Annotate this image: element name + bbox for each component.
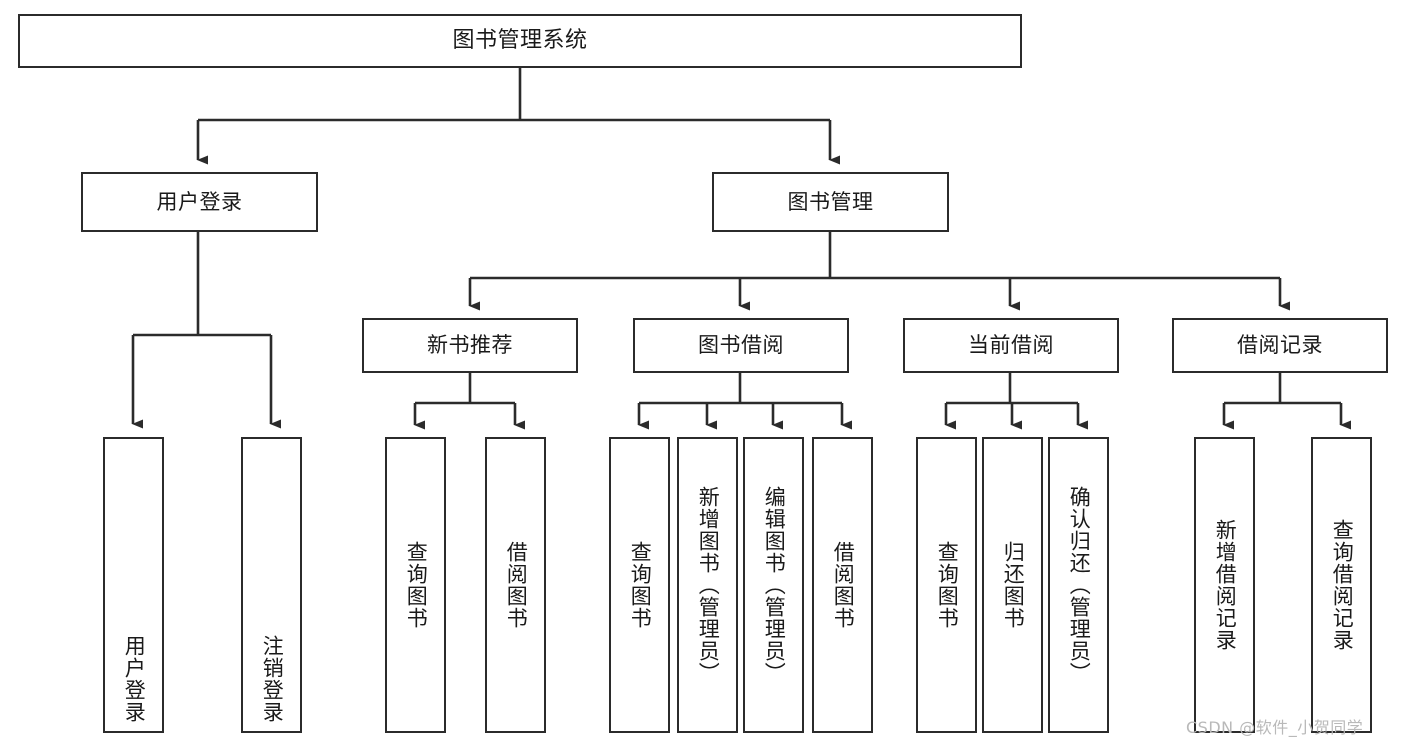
- node-leaf-query-record-label: 查询借阅记录: [1330, 519, 1355, 651]
- node-leaf-add-book-label: 新增图书（管理员）: [696, 486, 721, 684]
- node-book-manage[interactable]: 图书管理: [712, 172, 949, 232]
- node-book-borrow-label: 图书借阅: [698, 333, 784, 358]
- node-leaf-query-book-1-label: 查询图书: [404, 541, 429, 629]
- node-current-borrow-label: 当前借阅: [968, 333, 1054, 358]
- node-borrow-record[interactable]: 借阅记录: [1172, 318, 1388, 373]
- node-leaf-query-book-2[interactable]: 查询图书: [609, 437, 670, 733]
- node-leaf-add-book[interactable]: 新增图书（管理员）: [677, 437, 738, 733]
- node-leaf-add-record-label: 新增借阅记录: [1213, 519, 1238, 651]
- node-borrow-record-label: 借阅记录: [1237, 333, 1323, 358]
- node-leaf-query-record[interactable]: 查询借阅记录: [1311, 437, 1372, 733]
- node-leaf-edit-book[interactable]: 编辑图书（管理员）: [743, 437, 804, 733]
- node-leaf-query-book-3[interactable]: 查询图书: [916, 437, 977, 733]
- node-leaf-borrow-book-2-label: 借阅图书: [831, 541, 856, 629]
- node-root[interactable]: 图书管理系统: [18, 14, 1022, 68]
- node-book-borrow[interactable]: 图书借阅: [633, 318, 849, 373]
- node-new-book-recommend-label: 新书推荐: [427, 333, 513, 358]
- node-leaf-return-book[interactable]: 归还图书: [982, 437, 1043, 733]
- node-leaf-user-logout[interactable]: 注销登录: [241, 437, 302, 733]
- node-leaf-query-book-1[interactable]: 查询图书: [385, 437, 446, 733]
- node-leaf-user-login[interactable]: 用户登录: [103, 437, 164, 733]
- node-leaf-borrow-book-1[interactable]: 借阅图书: [485, 437, 546, 733]
- node-leaf-query-book-2-label: 查询图书: [628, 541, 653, 629]
- node-leaf-borrow-book-1-label: 借阅图书: [504, 541, 529, 629]
- node-leaf-return-book-label: 归还图书: [1001, 541, 1026, 629]
- node-leaf-confirm-return-label: 确认归还（管理员）: [1067, 486, 1092, 684]
- node-leaf-confirm-return[interactable]: 确认归还（管理员）: [1048, 437, 1109, 733]
- node-leaf-user-login-label: 用户登录: [122, 635, 147, 723]
- node-new-book-recommend[interactable]: 新书推荐: [362, 318, 578, 373]
- node-leaf-edit-book-label: 编辑图书（管理员）: [762, 486, 787, 684]
- node-user-login-label: 用户登录: [156, 189, 243, 214]
- node-leaf-user-logout-label: 注销登录: [260, 635, 285, 723]
- node-leaf-query-book-3-label: 查询图书: [935, 541, 960, 629]
- watermark: CSDN @软件_小贺同学: [1186, 718, 1364, 737]
- node-user-login[interactable]: 用户登录: [81, 172, 318, 232]
- node-leaf-add-record[interactable]: 新增借阅记录: [1194, 437, 1255, 733]
- node-book-manage-label: 图书管理: [787, 189, 874, 214]
- node-root-label: 图书管理系统: [452, 28, 588, 54]
- node-current-borrow[interactable]: 当前借阅: [903, 318, 1119, 373]
- node-leaf-borrow-book-2[interactable]: 借阅图书: [812, 437, 873, 733]
